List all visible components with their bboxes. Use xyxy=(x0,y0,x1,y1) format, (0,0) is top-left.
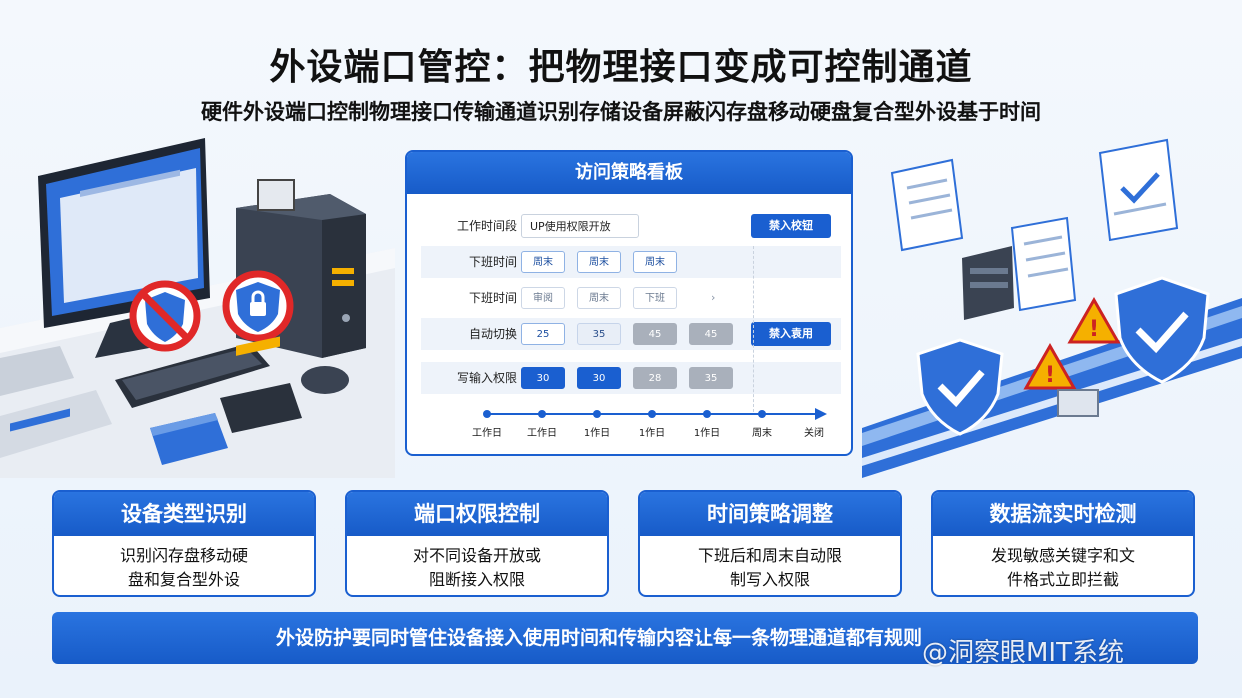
usb-hub-icon xyxy=(150,413,228,465)
card-body-line: 盘和复合型外设 xyxy=(127,570,240,589)
block-enable-button[interactable]: 禁入袁用 xyxy=(751,322,831,346)
card-body: 对不同设备开放或 阻断接入权限 xyxy=(347,536,607,592)
summary-banner: 外设防护要同时管住设备接入使用时间和传输内容让每一条物理通道都有规则 xyxy=(52,612,1198,664)
card-body: 发现敏感关键字和文 件格式立即拦截 xyxy=(933,536,1193,592)
card-body-line: 识别闪存盘移动硬 xyxy=(119,546,248,565)
computer-illustration xyxy=(0,138,395,478)
monitor-icon xyxy=(38,138,210,358)
row-label: 自动切换 xyxy=(468,327,517,341)
document-check-icon xyxy=(1098,138,1179,242)
row-label: 下班时间 xyxy=(468,291,517,305)
watermark: @洞察眼MIT系统 xyxy=(922,638,1124,668)
card-title: 时间策略调整 xyxy=(640,492,900,536)
row-label: 下班时间 xyxy=(468,255,517,269)
check-shield-icon xyxy=(916,338,1004,436)
timeline-label: 工作日 xyxy=(472,428,502,439)
chip[interactable]: 周末 xyxy=(577,251,621,273)
warning-icon: ! xyxy=(1067,296,1121,344)
chip[interactable]: 周末 xyxy=(577,287,621,309)
chip[interactable]: 周末 xyxy=(521,251,565,273)
dashboard-row-write-permission: 写输入权限 30 30 28 35 xyxy=(421,362,841,394)
mouse-icon xyxy=(301,366,349,394)
card-title: 端口权限控制 xyxy=(347,492,607,536)
docking-station-icon xyxy=(0,346,112,458)
chip[interactable]: 30 xyxy=(521,367,565,389)
block-button[interactable]: 禁入校钮 xyxy=(751,214,831,238)
timeline-label: 工作日 xyxy=(527,428,557,439)
document-icon xyxy=(1010,216,1077,312)
timeline-label: 1作日 xyxy=(693,428,721,439)
chip[interactable]: 30 xyxy=(577,367,621,389)
card-body-line: 件格式立即拦截 xyxy=(1006,570,1119,589)
timeline-label: 1作日 xyxy=(638,428,666,439)
dashboard-row-off-hours-2: 下班时间 审阅 周末 下班 › xyxy=(421,282,841,314)
keyboard-icon xyxy=(115,343,270,408)
card-time-policy-adjustment: 时间策略调整 下班后和周末自动限 制写入权限 xyxy=(638,490,902,597)
page-title: 外设端口管控：把物理接口变成可控制通道 xyxy=(269,47,973,88)
card-body-line: 发现敏感关键字和文 xyxy=(990,546,1135,565)
timeline-labels: 工作日 工作日 1作日 1作日 1作日 周末 关闭 xyxy=(407,424,851,444)
dashboard-row-off-hours-1: 下班时间 周末 周末 周末 xyxy=(421,246,841,278)
card-realtime-data-detection: 数据流实时检测 发现敏感关键字和文 件格式立即拦截 xyxy=(931,490,1195,597)
chip[interactable]: 周末 xyxy=(633,251,677,273)
lock-shield-icon xyxy=(222,270,294,342)
card-title: 设备类型识别 xyxy=(54,492,314,536)
timeline-label: 周末 xyxy=(752,428,772,439)
row-label: 写输入权限 xyxy=(456,371,517,385)
data-flow-illustration: ! ! xyxy=(862,138,1242,478)
chip[interactable]: 45 xyxy=(633,323,677,345)
usb-plug-icon xyxy=(1057,389,1099,417)
card-port-permission-control: 端口权限控制 对不同设备开放或 阻断接入权限 xyxy=(345,490,609,597)
svg-text:!: ! xyxy=(1089,317,1099,342)
chip[interactable]: 25 xyxy=(521,323,565,345)
chip[interactable]: 审阅 xyxy=(521,287,565,309)
timeline-label: 1作日 xyxy=(583,428,611,439)
chevron-right-icon: › xyxy=(711,291,716,304)
svg-text:!: ! xyxy=(1045,363,1055,388)
card-body-line: 阻断接入权限 xyxy=(428,570,525,589)
card-body-line: 对不同设备开放或 xyxy=(412,546,541,565)
chip[interactable]: 35 xyxy=(577,323,621,345)
card-device-type-recognition: 设备类型识别 识别闪存盘移动硬 盘和复合型外设 xyxy=(52,490,316,597)
card-body: 识别闪存盘移动硬 盘和复合型外设 xyxy=(54,536,314,592)
document-icon xyxy=(890,158,964,252)
ssd-drive-icon xyxy=(220,336,302,433)
card-body: 下班后和周末自动限 制写入权限 xyxy=(640,536,900,592)
chip[interactable]: 35 xyxy=(689,367,733,389)
check-shield-icon xyxy=(1114,276,1210,384)
blocked-shield-icon xyxy=(129,280,201,352)
page-subtitle: 硬件外设端口控制物理接口传输通道识别存储设备屏蔽闪存盘移动硬盘复合型外设基于时间 xyxy=(201,100,1041,124)
chip[interactable]: 45 xyxy=(689,323,733,345)
warning-icon: ! xyxy=(1023,342,1077,390)
access-policy-dashboard: 访问策略看板 工作时间段 UP使用权限开放 禁入校钮 下班时间 周末 周末 周末… xyxy=(405,150,853,456)
row-label: 工作时间段 xyxy=(456,219,517,233)
timeline-axis xyxy=(483,408,827,420)
dashboard-row-work-hours: 工作时间段 UP使用权限开放 禁入校钮 xyxy=(421,210,841,242)
chip[interactable]: 28 xyxy=(633,367,677,389)
dashboard-row-auto-switch: 自动切换 25 35 45 45 禁入袁用 xyxy=(421,318,841,350)
policy-input[interactable]: UP使用权限开放 xyxy=(521,214,639,238)
timeline-label: 关闭 xyxy=(804,428,824,439)
card-body-line: 下班后和周末自动限 xyxy=(697,546,842,565)
card-body-line: 制写入权限 xyxy=(729,570,810,589)
chip[interactable]: 下班 xyxy=(633,287,677,309)
card-title: 数据流实时检测 xyxy=(933,492,1193,536)
dashboard-title: 访问策略看板 xyxy=(407,152,851,194)
